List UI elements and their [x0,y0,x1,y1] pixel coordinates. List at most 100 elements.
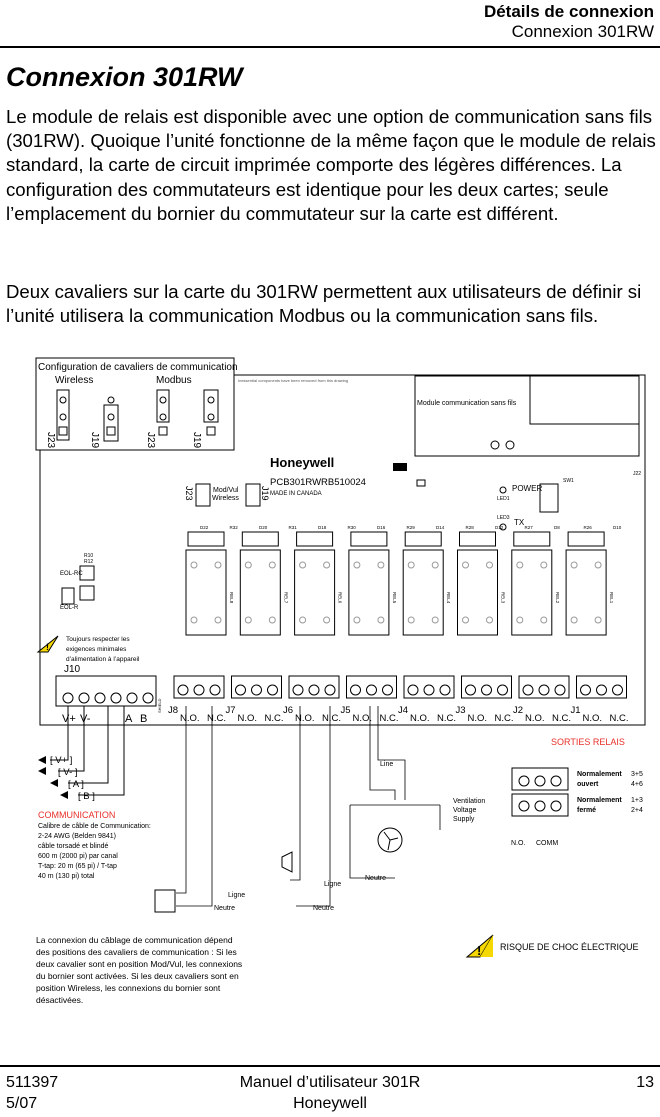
terminal-nc: N.C. [265,713,284,724]
neutre-label-horn: Neutre [313,905,334,912]
jumper-paragraph: Deux cavaliers sur la carte du 301RW per… [6,281,642,327]
note-line-1: La connexion du câblage de communication… [36,935,233,945]
relay-label: REL3 [501,592,506,604]
terminal-block-j5: J5N.O.N.C. [341,675,399,724]
removed-note: Inessential components have been removed… [238,378,348,383]
component-label: R31 [289,525,298,530]
relay-8: REL8 [185,531,234,636]
tx-label: TX [514,518,525,527]
component-label: D12 [495,525,504,530]
component-label: D18 [318,525,327,530]
ventilation-2: Voltage [453,807,476,814]
terminal-block-j7: J7N.O. N.C. [226,675,284,724]
relay-label: REL2 [555,592,560,604]
terminal-block-j6: J6N.O.N.C. [283,675,341,724]
wireless-module-label: Module communication sans fils [417,400,517,407]
relay-label: REL6 [338,592,343,604]
manual-title: Manuel d’utilisateur 301R [239,1074,421,1091]
comm-bus-wires [50,706,125,796]
terminal-block-j2: J2N.O.N.C. [513,675,571,724]
jumper-j19-wireless [103,396,119,442]
terminal-no: N.O. [238,713,258,724]
tx-led-icon [499,523,507,531]
terminal-no: N.O. [410,713,430,724]
note-line-2: des positions des cavaliers de communica… [36,947,237,957]
made-in-label: MADE IN CANADA [270,491,322,497]
svg-text:!: ! [477,943,481,958]
legend-block-bottom [511,793,569,817]
terminal-header: J1 [571,705,581,716]
warning-supply-l1: Toujours respecter les [66,636,130,643]
board-jumper-j19 [245,483,261,507]
component-label: D10 [613,525,622,530]
doc-date: 5/07 [6,1095,38,1112]
legend-block-top [511,767,569,791]
note-line-5: position Wireless, les connexions du bor… [36,983,221,993]
term-a: A [125,713,133,725]
honeywell-logo: Honeywell [270,455,334,470]
comm-spec-2: 2-24 AWG (Belden 9841) [38,833,116,840]
terminal-no: N.O. [525,713,545,724]
footer-rule [0,1065,660,1067]
sorties-relais-label: SORTIES RELAIS [551,737,625,747]
bus-b: [ B ] [78,791,95,802]
ligne-label-horn: Ligne [324,881,341,888]
bus-a: [ A ] [68,779,84,790]
doc-number: 511397 [6,1074,59,1091]
norm-ferme-2: fermé [577,807,596,814]
jumper-j23-modbus [156,389,170,436]
norm-ferme-1: Normalement [577,797,622,804]
company-name: Honeywell [293,1095,367,1112]
svg-text:!: ! [46,642,49,652]
terminal-header: J7 [226,705,236,716]
relay-2: REL2 [511,531,560,636]
r12-label: R12 [84,559,93,565]
jumper-j19-modbus [203,389,219,436]
header-rule [0,46,660,48]
relay-7: REL7 [239,531,288,636]
neutre-label-fan: Neutre [365,875,386,882]
comm-spec-1: Calibre de câble de Communication: [38,823,151,830]
board-wireless-label: Wireless [212,495,239,502]
component-label: R32 [230,525,239,530]
page-number: 13 [636,1074,654,1091]
component-label: D16 [377,525,386,530]
intro-paragraph: Le module de relais est disponible avec … [6,106,656,224]
terminal-header: J5 [341,705,351,716]
led3-label: LED3 [497,515,510,521]
modbus-label: Modbus [156,375,192,386]
j23-label-modbus: J23 [145,432,156,449]
load-wiring [176,706,441,907]
relay-4: REL4 [402,531,451,636]
jumper-j23-wireless [56,389,70,441]
terminal-no: N.O. [180,713,200,724]
jumper-box-title: Configuration de cavaliers de communicat… [38,362,238,373]
ventilation-3: Supply [453,816,475,823]
led1-label: LED1 [497,496,510,502]
norm-ferme-pins: 1+3 [631,797,643,804]
note-line-6: désactivées. [36,995,83,1005]
relay-terminal-blocks: J8N.O.N.C.J7N.O.N.C.J6N.O.N.C.J5N.O.N.C.… [168,675,629,724]
relay-1: REL1 [565,531,614,636]
mod-vul-label: Mod/Vul [213,487,239,494]
term-b: B [140,713,147,725]
terminal-header: J3 [456,705,466,716]
terminal-block-j3: J3N.O.N.C. [456,675,514,724]
board-jumper-j23 [195,483,211,507]
j10-terminal-block [55,675,157,707]
line-label: Line [380,761,393,768]
eol-rc-label: EOL-RC [60,571,83,577]
component-label: R26 [584,525,593,530]
j19-label-wireless: J19 [89,432,100,449]
board-j19-label: J19 [260,486,270,501]
bus-vplus: [ V+ ] [50,755,72,766]
j23-label-wireless: J23 [45,432,56,449]
norm-ouvert-pins: 3+5 [631,771,643,778]
terminal-nc: N.C. [495,713,514,724]
part-number: PCB301RWRB510024 [270,477,366,488]
terminal-block-j1: J1N.O.N.C. [571,675,629,724]
r10-label: R10 [84,553,93,559]
j10-label: J10 [64,664,81,675]
circuit-board [39,374,646,726]
